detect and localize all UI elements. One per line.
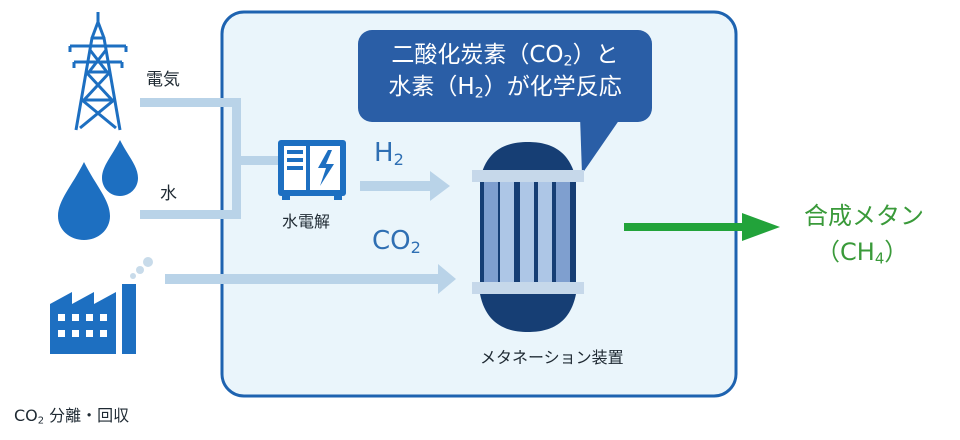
ch4-post: ） [884,238,909,266]
bubble-line-1-post: ）と [572,42,619,68]
water-label: 水 [160,184,177,204]
water-drops-icon [58,140,138,240]
ch4-sub: 4 [874,249,885,268]
bubble-line-1-pre: 二酸化炭素（CO [391,42,564,68]
bubble-text: 二酸化炭素（CO2）と 水素（H2）が化学反応 [358,40,652,104]
co2-flow-arrow [165,264,456,294]
electrolyzer-icon [278,140,346,200]
co2-capture-main: CO [14,406,38,425]
h2-main: H [374,138,394,168]
ch4-label: （CH4） [816,240,908,267]
co2-capture-label: CO2 分離・回収 [14,408,129,426]
methanation-device-label: メタネーション装置 [480,348,624,367]
bubble-line-2-post: ）が化学反応 [483,73,622,100]
bubble-line-2-pre: 水素（H [388,73,475,100]
electricity-label: 電気 [146,70,180,90]
co2-label: CO2 [372,228,421,256]
h2-label: H2 [374,140,404,168]
reaction-bubble [358,30,652,174]
methane-output-arrow [624,213,780,241]
co2-sub: 2 [410,238,421,258]
electrolysis-label: 水電解 [282,212,331,231]
input-pipes [140,98,278,219]
bubble-line-1-sub: 2 [563,53,573,70]
reactor-icon [472,142,584,332]
bubble-line-2-sub: 2 [474,85,484,102]
co2-capture-rest: 分離・回収 [44,406,130,425]
synthetic-methane-label: 合成メタン [804,202,924,230]
h2-sub: 2 [393,150,404,170]
co2-main: CO [372,226,411,256]
factory-icon [50,257,153,354]
bubble-line-1: 二酸化炭素（CO2）と [358,40,652,72]
bubble-line-2: 水素（H2）が化学反応 [358,72,652,104]
power-tower-icon [68,12,128,131]
co2-capture-sub: 2 [37,415,45,427]
ch4-pre: （CH [816,238,875,266]
h2-flow-arrow [360,171,450,201]
